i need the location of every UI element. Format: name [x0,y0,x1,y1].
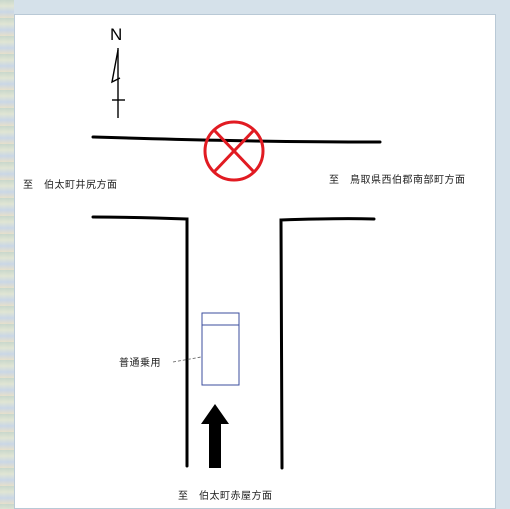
west-direction-label: 至 伯太町井尻方面 [23,180,118,191]
road-north-edge [91,135,382,144]
road-lines [91,135,382,470]
diagram-sheet [14,14,496,509]
no-entry-cross-icon [203,120,265,182]
road-south-east-edge [279,217,376,470]
car-icon [201,312,240,386]
east-direction-label: 至 鳥取県西伯郡南部町方面 [329,175,466,186]
direction-arrow-icon [201,404,229,468]
vehicle-label: 普通乗用 [119,358,161,369]
south-direction-label: 至 伯太町赤屋方面 [178,491,273,502]
north-label: N [110,25,123,44]
north-arrow-icon [111,48,125,118]
road-south-west-edge [91,215,189,468]
background-map-strip [0,0,14,509]
